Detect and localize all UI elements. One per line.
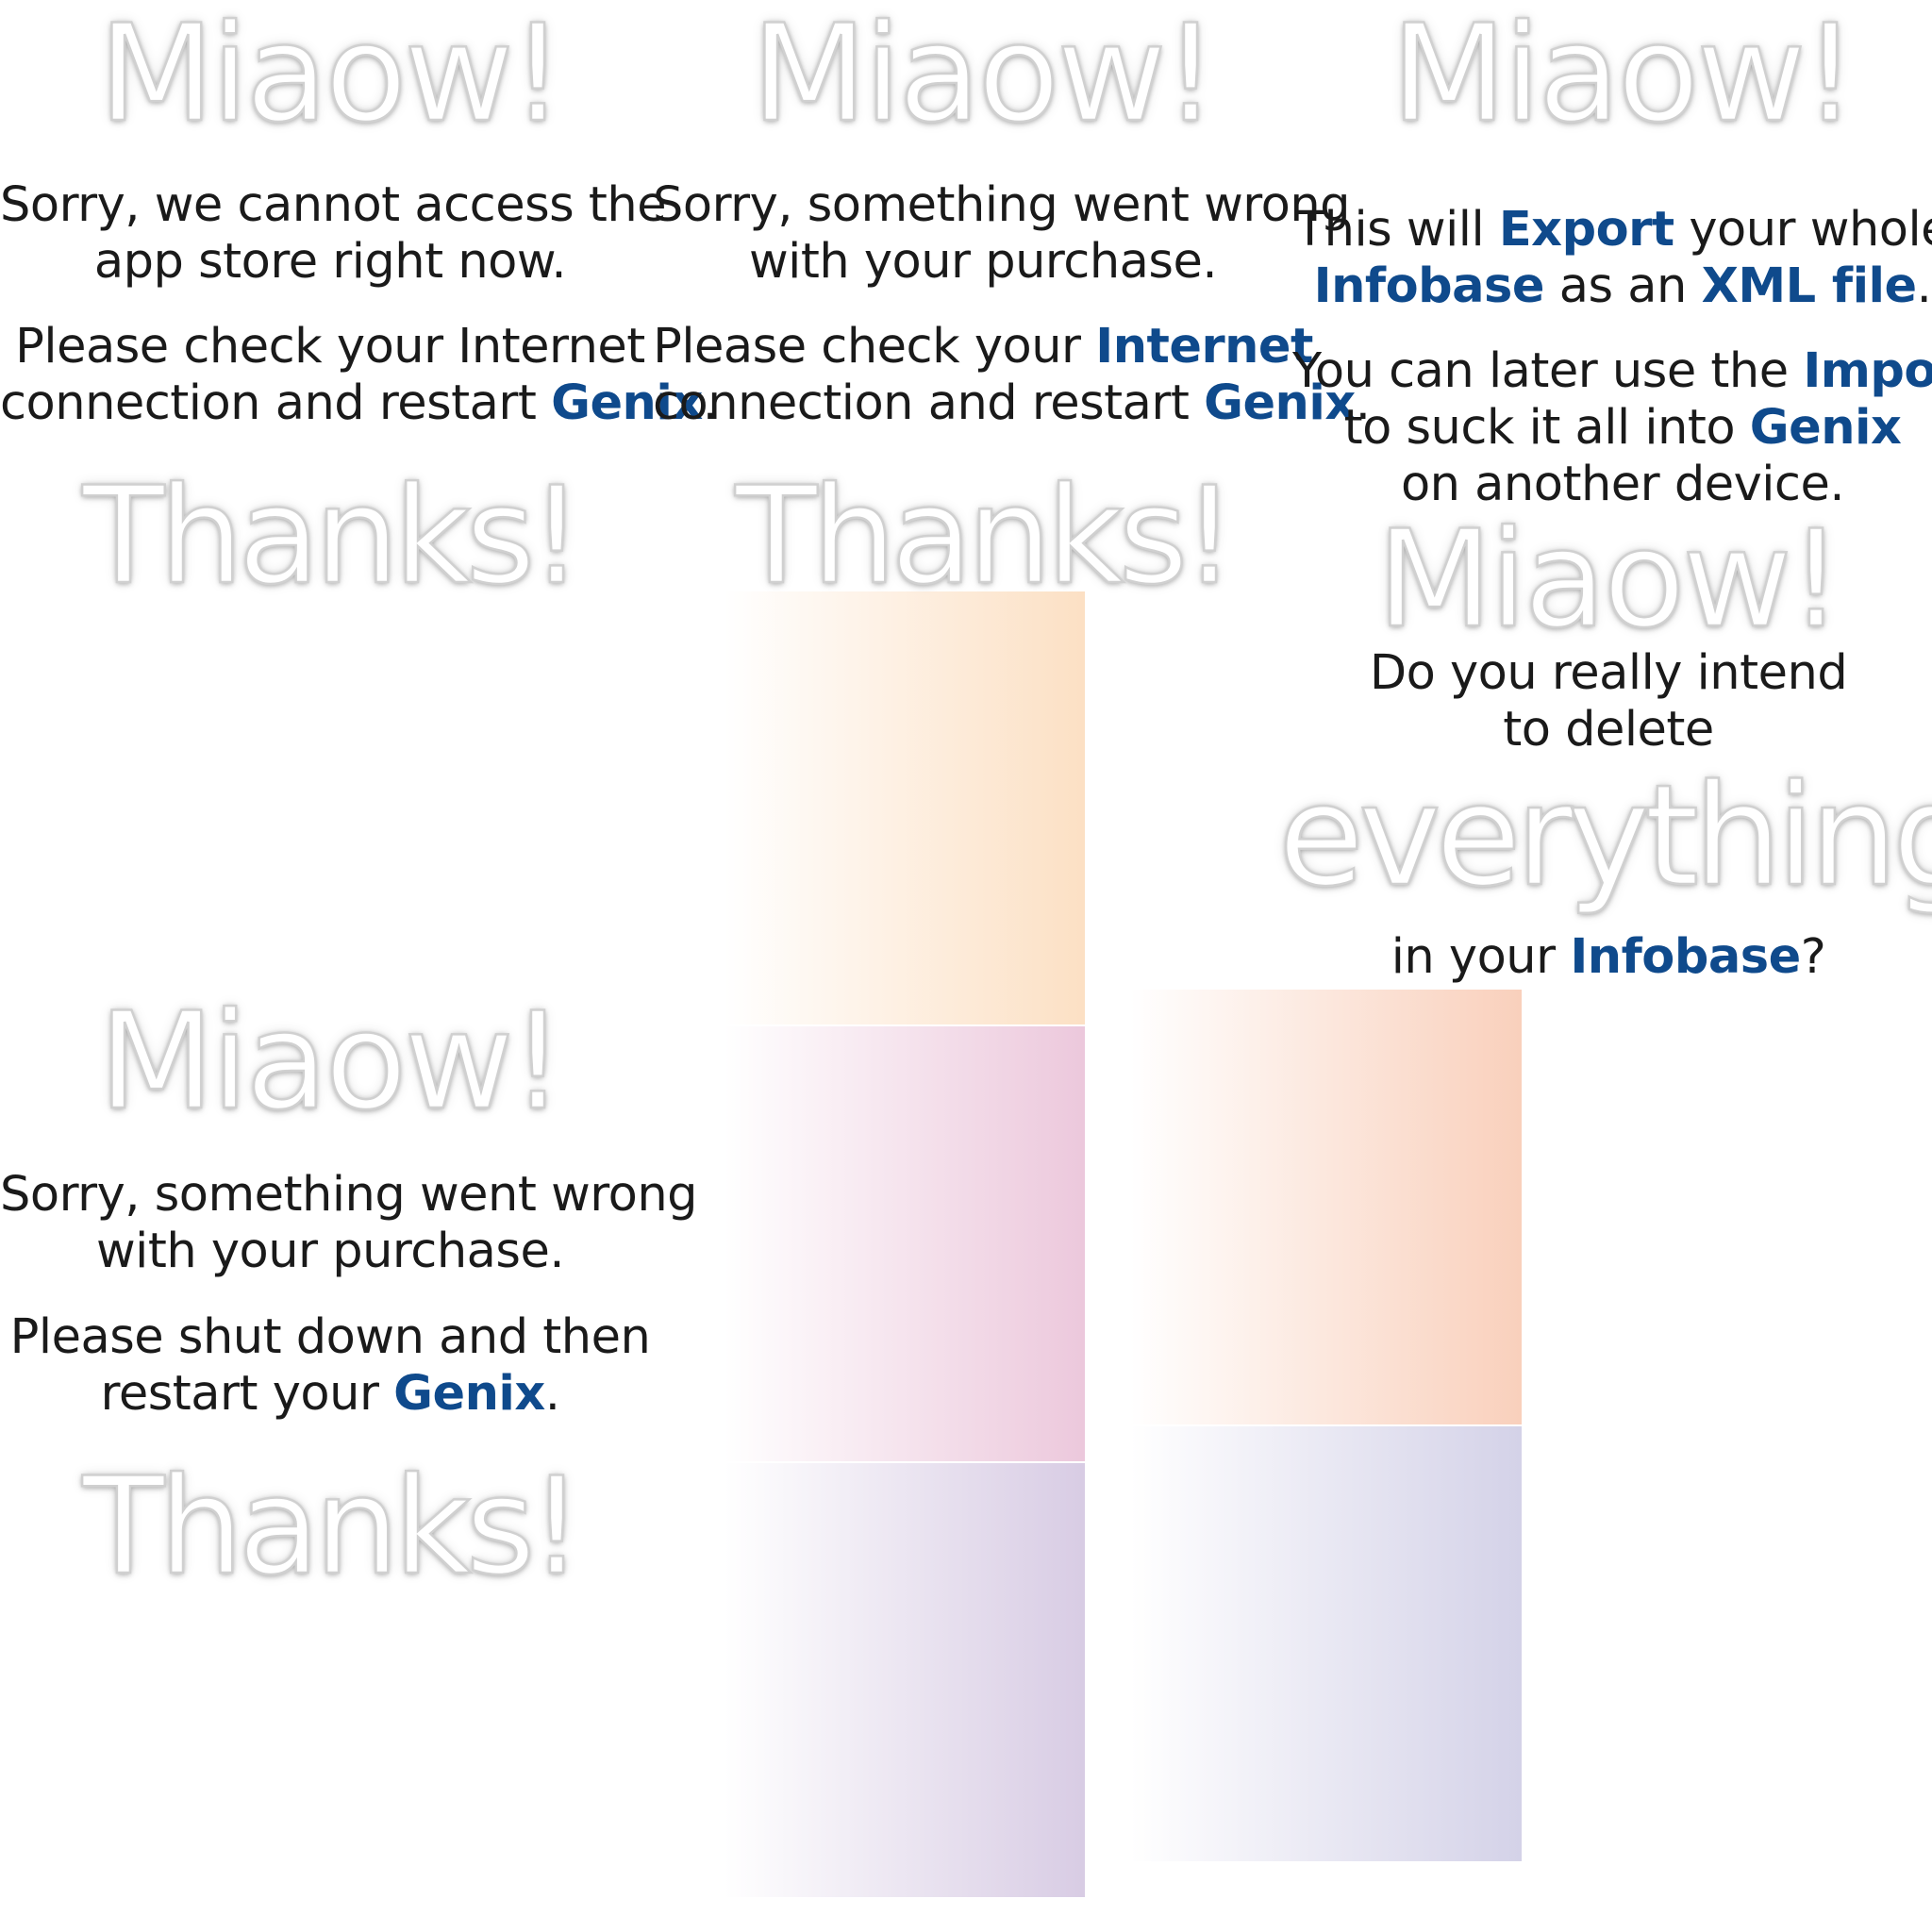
delete-confirm-heading: Miaow! xyxy=(1375,502,1843,658)
purchase-error-instructions: Please check your Internet connection an… xyxy=(653,319,1371,432)
purchase-restart-line2: with your purchase. xyxy=(95,1224,565,1279)
store-error-period: . xyxy=(702,375,718,431)
infobase-link[interactable]: Infobase xyxy=(1313,258,1545,314)
blue-gradient-swatch xyxy=(1130,1426,1522,1861)
export-info-line3-pre: You can later use the xyxy=(1292,343,1804,399)
genix-link[interactable]: Genix xyxy=(393,1366,545,1422)
store-error-line4: connection and restart xyxy=(0,375,552,431)
purchase-restart-line3: Please shut down and then xyxy=(9,1309,651,1365)
purchase-error-line4: connection and restart xyxy=(653,375,1205,431)
purchase-restart-heading: Miaow! xyxy=(97,984,565,1140)
store-error-line3: Please check your Internet xyxy=(15,319,645,375)
store-error-message: Sorry, we cannot access the app store ri… xyxy=(0,177,667,291)
store-error-line2: app store right now. xyxy=(93,234,567,290)
store-error-instructions: Please check your Internet connection an… xyxy=(0,319,718,432)
export-info-heading: Miaow! xyxy=(1390,0,1857,152)
delete-confirm-line2: to delete xyxy=(1503,702,1714,758)
purchase-error-line3: Please check your xyxy=(653,319,1096,375)
salmon-gradient-swatch xyxy=(1130,990,1522,1424)
purchase-restart-line1: Sorry, something went wrong xyxy=(0,1167,698,1223)
export-info-line1-pre: This will xyxy=(1294,202,1499,258)
lilac-gradient-swatch xyxy=(724,1463,1085,1897)
purchase-restart-line4-pre: restart your xyxy=(100,1366,394,1422)
purchase-error-message: Sorry, something went wrong with your pu… xyxy=(653,177,1351,291)
export-info-line1-post: your whole xyxy=(1674,202,1932,258)
genix-link[interactable]: Genix xyxy=(1204,375,1356,431)
export-info-message: This will Export your whole Infobase as … xyxy=(1292,202,1932,315)
import-link[interactable]: Import xyxy=(1803,343,1932,399)
purchase-error-period: . xyxy=(1355,375,1371,431)
xml-file-link[interactable]: XML file xyxy=(1701,258,1918,314)
purchase-restart-message: Sorry, something went wrong with your pu… xyxy=(0,1167,698,1280)
export-link[interactable]: Export xyxy=(1498,202,1674,258)
export-info-line5: on another device. xyxy=(1400,457,1845,512)
purchase-restart-period: . xyxy=(544,1366,560,1422)
infobase-link[interactable]: Infobase xyxy=(1570,929,1801,985)
purchase-restart-instructions: Please shut down and then restart your G… xyxy=(0,1309,660,1423)
pink-gradient-swatch xyxy=(724,1026,1085,1461)
delete-confirm-everything: everything xyxy=(1277,755,1932,917)
genix-link[interactable]: Genix xyxy=(1749,400,1902,456)
export-info-period: . xyxy=(1916,258,1932,314)
peach-gradient-swatch xyxy=(724,591,1085,1024)
store-error-heading: Miaow! xyxy=(97,0,565,152)
genix-link[interactable]: Genix xyxy=(551,375,703,431)
delete-confirm-line1: Do you really intend xyxy=(1369,645,1848,701)
internet-link[interactable]: Internet xyxy=(1095,319,1313,375)
store-error-line1: Sorry, we cannot access the xyxy=(0,177,667,233)
export-info-line2-mid: as an xyxy=(1544,258,1702,314)
export-info-instructions: You can later use the Import to suck it … xyxy=(1292,343,1932,513)
delete-confirm-question: in your Infobase? xyxy=(1278,929,1932,986)
delete-confirm-line3-pre: in your xyxy=(1391,929,1571,985)
purchase-error-thanks: Thanks! xyxy=(734,458,1237,614)
export-info-line4-pre: to suck it all into xyxy=(1343,400,1750,456)
delete-confirm-message: Do you really intend to delete xyxy=(1278,645,1932,758)
purchase-error-line2: with your purchase. xyxy=(748,234,1218,290)
purchase-restart-thanks: Thanks! xyxy=(81,1449,584,1605)
purchase-error-heading: Miaow! xyxy=(750,0,1218,152)
store-error-thanks: Thanks! xyxy=(81,458,584,614)
purchase-error-line1: Sorry, something went wrong xyxy=(653,177,1351,233)
delete-confirm-qmark: ? xyxy=(1800,929,1826,985)
